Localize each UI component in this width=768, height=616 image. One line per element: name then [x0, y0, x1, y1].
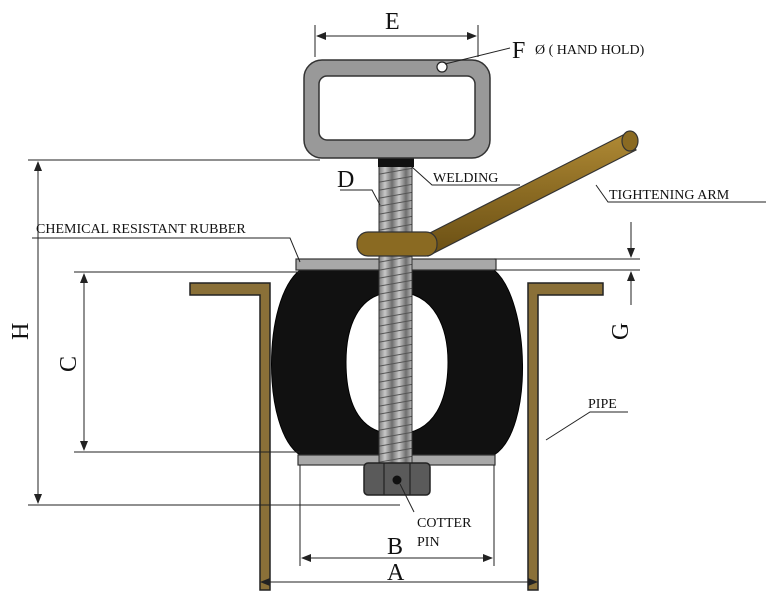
- nut: [363, 462, 431, 496]
- d-leader: [340, 189, 381, 206]
- tightening-arm-label: TIGHTENING ARM: [609, 188, 730, 203]
- rubber-label: CHEMICAL RESISTANT RUBBER: [36, 222, 246, 237]
- tightening-arm: [356, 130, 639, 257]
- dimension-a-label: A: [387, 560, 405, 586]
- dimension-g-label: G: [608, 323, 634, 340]
- threaded-rod: [378, 162, 413, 464]
- pipe-right-wall: [527, 282, 604, 591]
- welding-leader: [411, 166, 520, 186]
- weld: [378, 157, 414, 167]
- dimension-b-label: B: [387, 534, 403, 560]
- welding-label: WELDING: [433, 171, 498, 186]
- dimension-f-label: F: [512, 38, 525, 64]
- dimension-d-label: D: [337, 167, 354, 193]
- dimension-h-label: H: [8, 323, 34, 340]
- hand-hold-hole: [436, 61, 448, 73]
- cotter-pin-label-line2: PIN: [417, 535, 440, 550]
- rubber-leader: [32, 237, 301, 263]
- cotter-pin-label-line1: COTTER: [417, 516, 472, 531]
- tightening-arm-leader: [595, 184, 766, 203]
- dimension-e-label: E: [385, 9, 400, 35]
- hand-hold-label: Ø ( HAND HOLD): [535, 43, 645, 58]
- dimension-c-label: C: [56, 356, 82, 372]
- pipe-leader: [545, 411, 628, 441]
- pipe-left-wall: [189, 282, 271, 591]
- pipe-label: PIPE: [588, 397, 617, 412]
- hand-hold-inner: [318, 75, 476, 141]
- cotter-pin-leader: [399, 483, 415, 513]
- hand-hold-leader: [444, 47, 511, 65]
